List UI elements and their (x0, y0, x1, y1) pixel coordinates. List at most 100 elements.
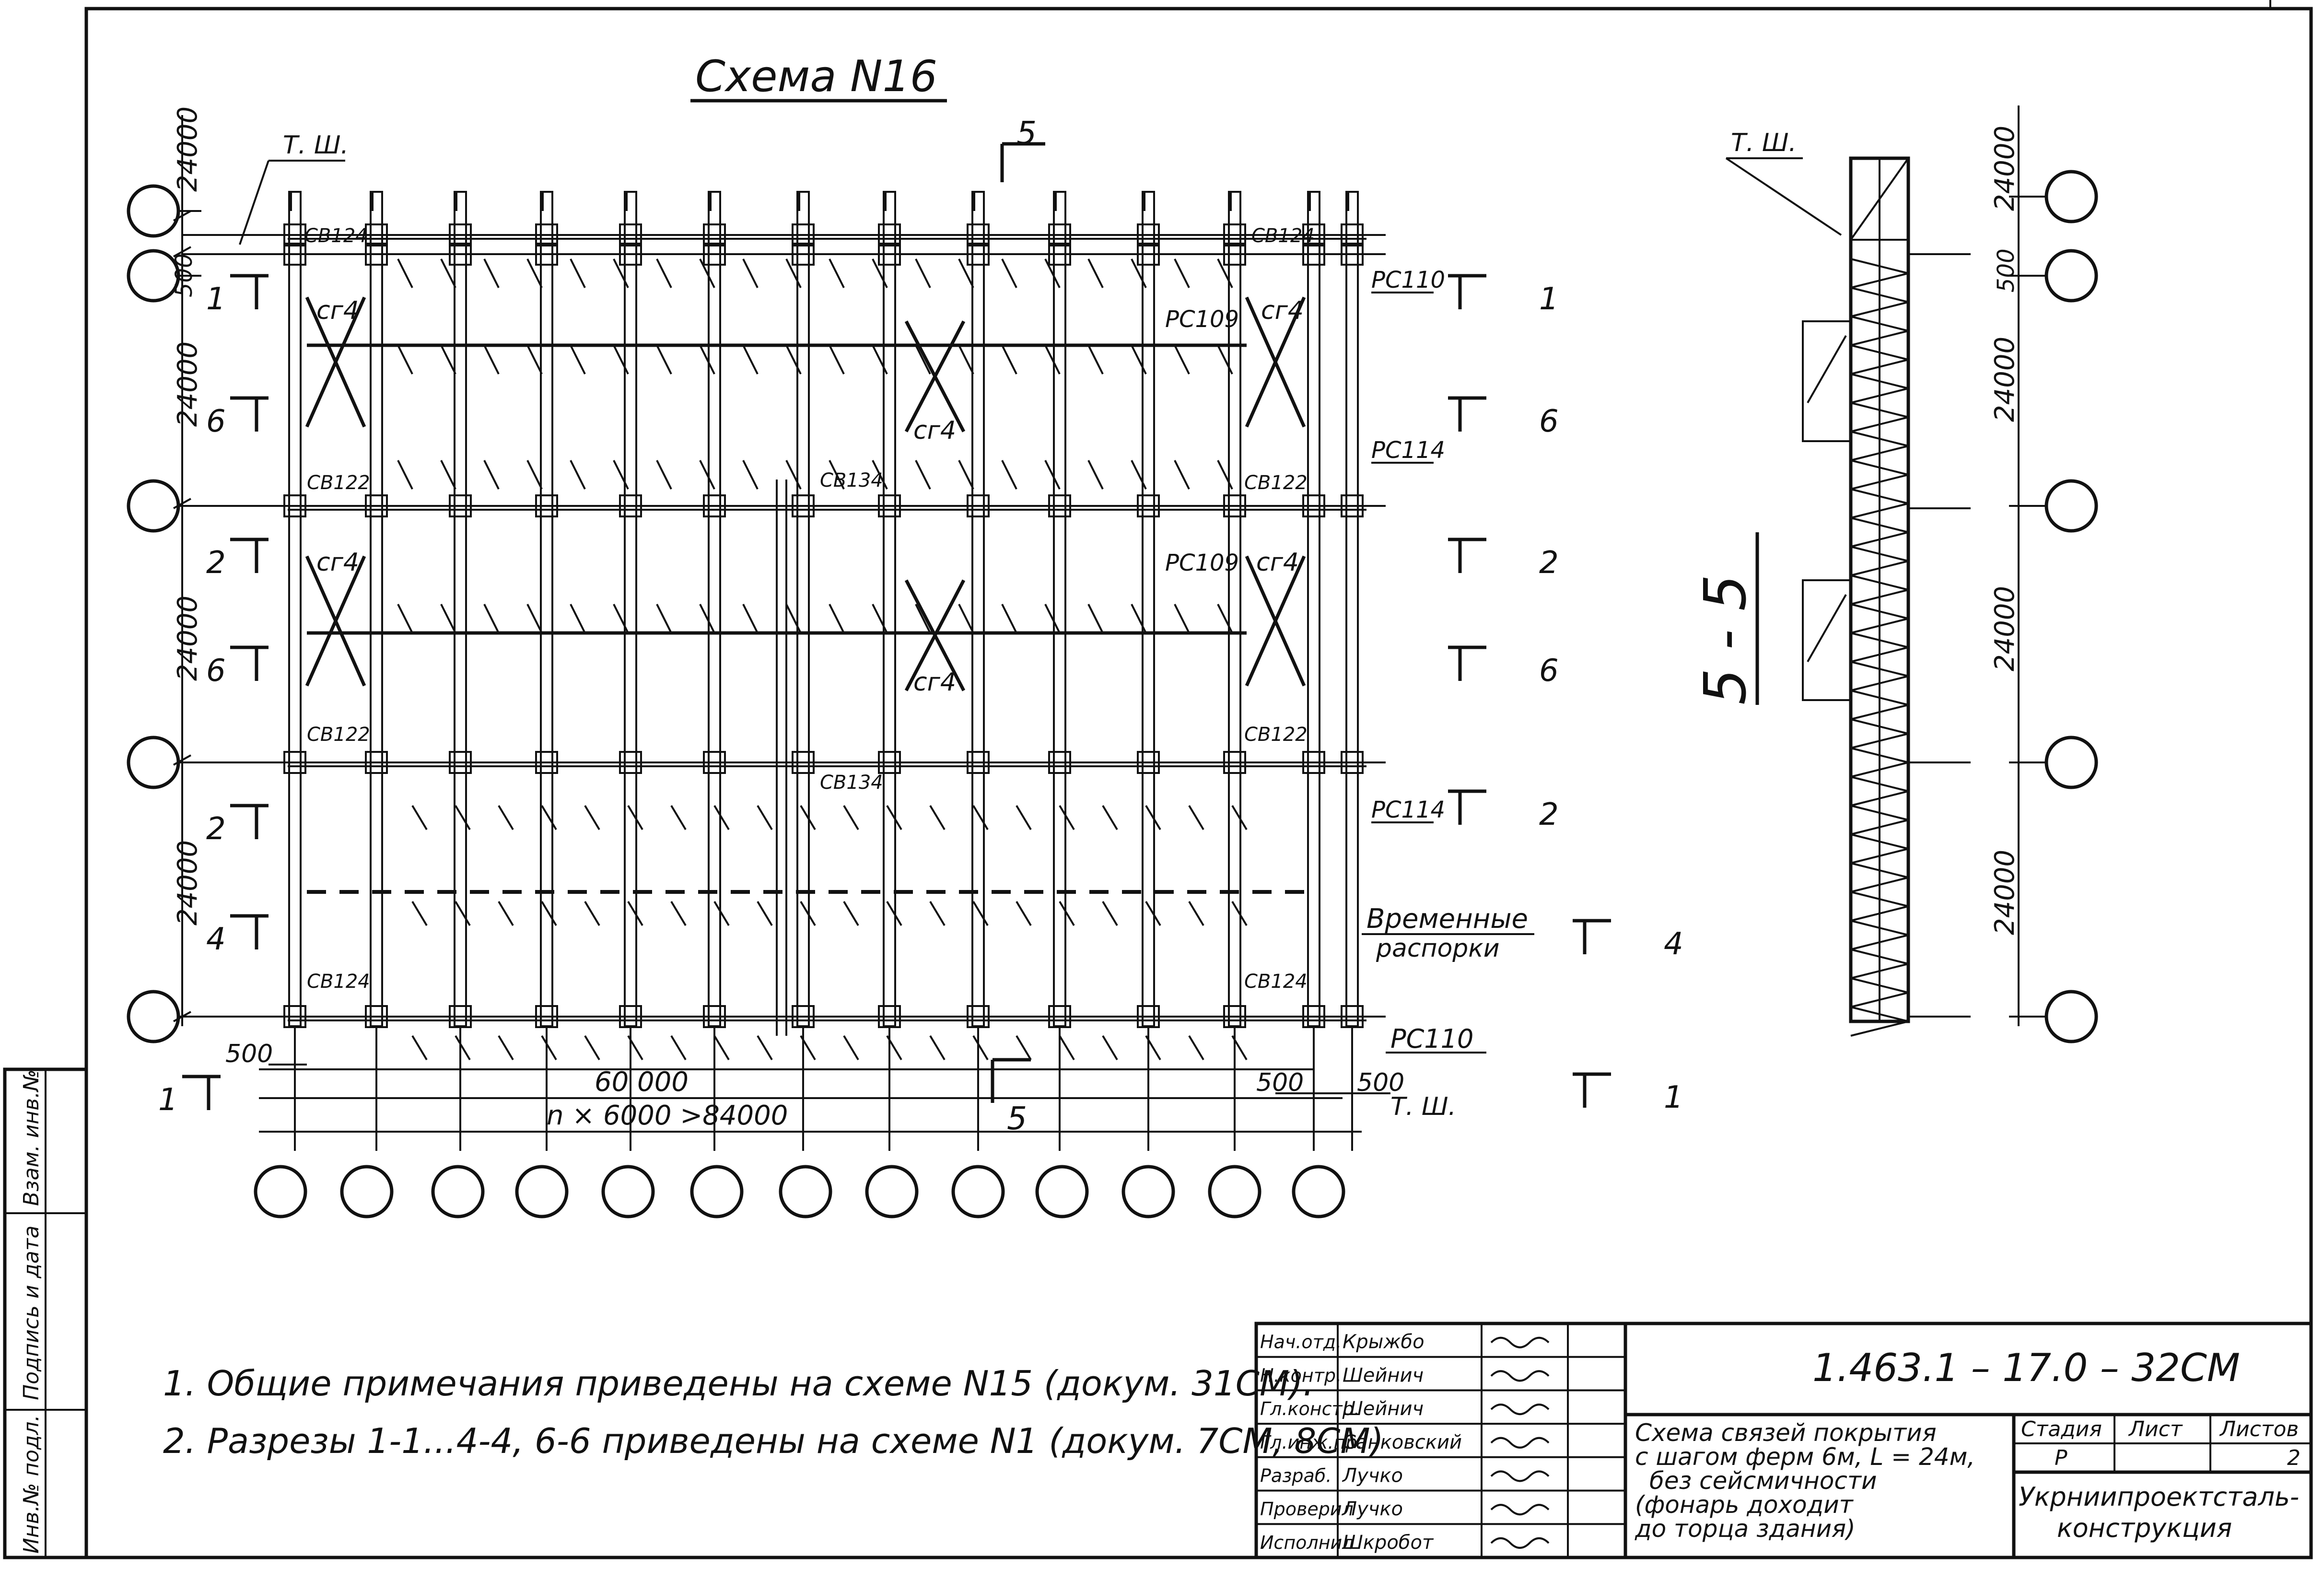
strut-row2-9 (785, 345, 802, 375)
section-axis-circle-4 (2044, 990, 2098, 1043)
sec-dim-24000-1: 24000 (1989, 337, 2020, 422)
dim-right-500-b: 500 (1357, 1068, 1404, 1097)
strut-row4-16 (1087, 604, 1104, 633)
section-web-45 (1850, 905, 1909, 922)
strut-row2-5 (613, 345, 629, 375)
truss-column-2 (454, 191, 467, 1027)
strut-row2-10 (829, 345, 845, 375)
section-web-30 (1850, 690, 1909, 706)
label-cb134-1: СВ134 (820, 469, 883, 492)
section-web-5 (1850, 330, 1909, 346)
section-web-29 (1850, 675, 1909, 691)
label-sg4-2: сг4 (1261, 296, 1304, 325)
node-plate-8-4 (967, 1005, 990, 1028)
strut-row2-17 (1131, 345, 1147, 375)
strut-row3-6 (656, 460, 672, 490)
strut-row7-4 (584, 1035, 600, 1061)
label-pc109-1: РС109 (1165, 306, 1239, 333)
strut-row7-14 (1016, 1035, 1032, 1061)
section-web-23 (1850, 589, 1909, 605)
node-plate-2-3 (449, 751, 472, 774)
label-sg4-5: сг4 (1256, 548, 1299, 577)
strut-row5-19 (1231, 805, 1248, 831)
strut-row3-0 (397, 460, 413, 490)
section-web-22 (1850, 574, 1909, 591)
section-top-diag (1850, 157, 1909, 241)
strut-row5-17 (1145, 805, 1161, 831)
section-top-box (1850, 157, 1909, 241)
section-5-top: 5 (1016, 115, 1037, 152)
section-web-16 (1850, 488, 1909, 504)
node-plate-2-0 (449, 223, 472, 246)
section-web-53 (1850, 1020, 1909, 1037)
section-web-1 (1850, 272, 1909, 289)
lantern-2 (1802, 579, 1852, 701)
brace-4-b (305, 555, 366, 687)
strut-row3-9 (785, 460, 802, 490)
sheet-frame (84, 7, 2313, 1559)
sig-role-0: Нач.отд. (1260, 1332, 1342, 1353)
section-web-28 (1850, 661, 1909, 677)
strut-row4-19 (1217, 604, 1233, 633)
node-plate-2-1 (449, 243, 472, 266)
section-web-0 (1850, 258, 1909, 274)
title-block: Нач.отд.КрыжбоН.контр.ШейничГл.констр.Ше… (1254, 1322, 2313, 1559)
dim-span-formula: n × 6000 >84000 (547, 1100, 788, 1131)
purlin-struts (307, 258, 1248, 1061)
truss-column-1 (370, 191, 383, 1027)
strut-row7-17 (1145, 1035, 1161, 1061)
section-web-4 (1850, 316, 1909, 332)
plan-view: 24000 500 24000 24000 24000 500 60 000 n… (127, 106, 1683, 1218)
label-cb122-3: СВ122 (307, 724, 370, 746)
strut-row5-3 (541, 805, 557, 831)
node-plate-4-2 (619, 494, 642, 517)
strut-row1-2 (483, 258, 500, 288)
strut-row6-6 (670, 901, 687, 926)
node-plate-5-2 (703, 494, 726, 517)
strut-row6-9 (800, 901, 816, 926)
brace-5-b (1245, 555, 1306, 687)
section-web-13 (1850, 445, 1909, 461)
strut-row4-5 (613, 604, 629, 633)
node-plate-12-4 (1302, 1005, 1325, 1028)
dim-bay1-24000: 24000 (172, 341, 203, 427)
label-cb124-tl: СВ124 (304, 225, 368, 247)
signature-scribble-5 (1490, 1504, 1550, 1516)
dim-top-24000: 24000 (172, 106, 203, 192)
label-temp-struts-1: Временные (1366, 903, 1528, 935)
label-pc114-1: РС114 (1371, 437, 1445, 464)
node-plate-7-2 (878, 494, 901, 517)
strut-row6-4 (584, 901, 600, 926)
brace-6-b (904, 579, 966, 691)
strut-row7-15 (1059, 1035, 1075, 1061)
strut-row4-3 (526, 604, 543, 633)
strut-row3-8 (742, 460, 759, 490)
strut-row6-16 (1102, 901, 1118, 926)
node-plate-9-3 (1048, 751, 1071, 774)
section-web-21 (1850, 560, 1909, 576)
brace-2-b (1245, 296, 1306, 428)
node-plate-3-2 (535, 494, 558, 517)
stamp-replace-inv: Взам. инв.№ (19, 1069, 44, 1206)
strut-row2-16 (1087, 345, 1104, 375)
section-web-50 (1850, 977, 1909, 994)
strut-row7-8 (757, 1035, 773, 1061)
row-axis-circle-2 (127, 479, 180, 533)
strut-row3-14 (1001, 460, 1017, 490)
section-web-26 (1850, 632, 1909, 648)
label-cb122-2: СВ122 (1244, 472, 1308, 494)
strut-row6-18 (1188, 901, 1204, 926)
strut-row5-15 (1059, 805, 1075, 831)
strut-row5-16 (1102, 805, 1118, 831)
strut-row7-5 (627, 1035, 643, 1061)
strut-row3-13 (958, 460, 974, 490)
section-1-bottom-right-label: 1 (1664, 1080, 1683, 1115)
truss-column-7 (883, 191, 896, 1027)
strut-row3-11 (872, 460, 888, 490)
section-web-44 (1850, 891, 1909, 907)
strut-row5-7 (713, 805, 730, 831)
sig-name-1: Шейнич (1343, 1364, 1424, 1386)
brace-3-b (904, 320, 966, 433)
section-web-49 (1850, 963, 1909, 979)
